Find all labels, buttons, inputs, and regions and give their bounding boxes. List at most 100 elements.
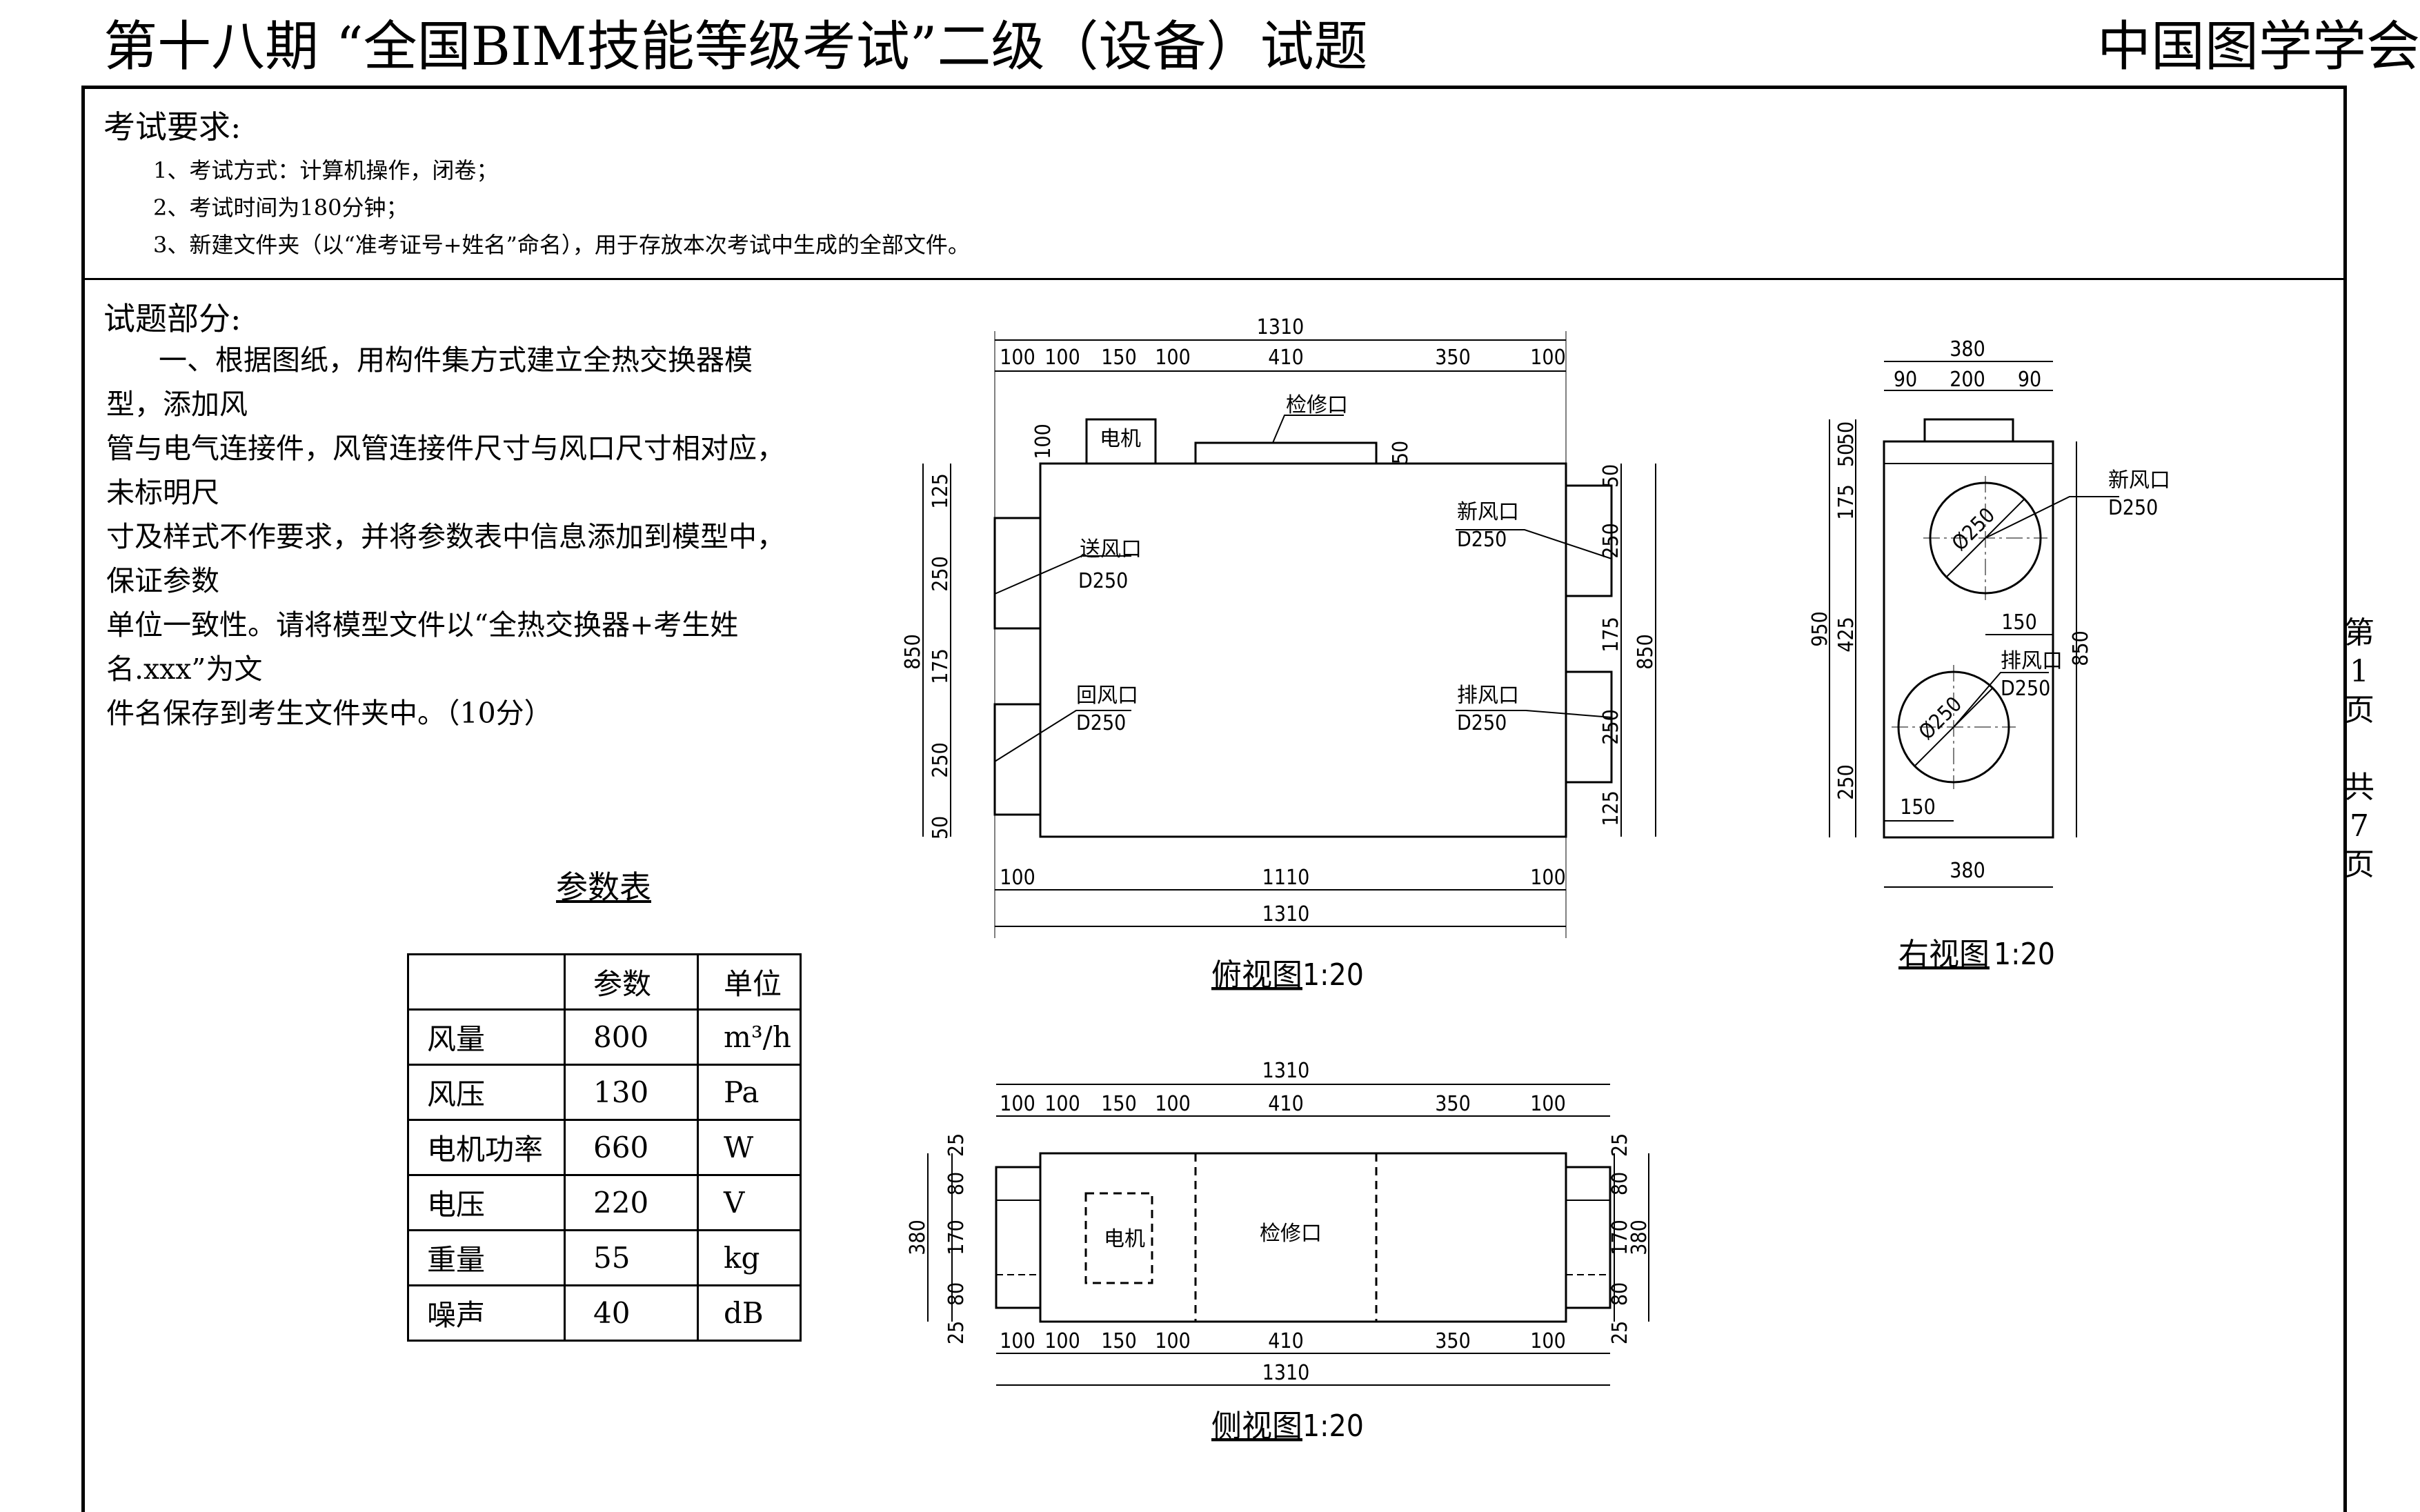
side-view-labels: 电机 检修口: [1104, 1222, 1322, 1251]
dim-bottom: 100: [1155, 1329, 1191, 1353]
dim-left: 425: [1834, 617, 1858, 653]
leader-fresh: [1985, 496, 2119, 539]
dim-left: 50: [929, 816, 953, 839]
dim-right: 175: [1599, 617, 1623, 653]
table-header-row: 参数 单位: [407, 953, 802, 1011]
dim-right: 250: [1599, 523, 1623, 559]
label-access: 检修口: [1286, 393, 1348, 417]
label-dia: Ø250: [1947, 503, 2000, 555]
caption-scale: 1:20: [1302, 957, 1364, 993]
dim-right: 50: [1599, 464, 1623, 488]
question-1-text: 一、根据图纸，用构件集方式建立全热交换器模型，添加风 管与电气连接件，风管连接件…: [106, 338, 796, 735]
questions-title: 试题部分:: [103, 300, 241, 337]
dim-total-bottom: 1310: [1262, 902, 1310, 926]
param-unit: kg: [697, 1229, 802, 1286]
right-view-dim-text: 380 90 200 90 380 150 150 50 50 175 425 …: [1808, 337, 2093, 883]
dim-bottom: 1110: [1262, 866, 1310, 890]
dim-left: 250: [929, 556, 953, 592]
param-unit: m³/h: [697, 1008, 802, 1066]
page-char: 页: [2344, 693, 2374, 728]
caption-top-view: 俯视图: [1211, 957, 1302, 993]
dim-top: 150: [1101, 346, 1137, 370]
leader-access: [1272, 415, 1344, 444]
caption-right-view: 右视图: [1898, 937, 1990, 972]
page-char: 1: [2350, 654, 2369, 689]
dim-right-total: 850: [2069, 630, 2093, 666]
dim-bottom: 150: [1101, 1329, 1137, 1353]
dim-total-top: 380: [1950, 337, 1985, 361]
dim-left: 50: [1834, 444, 1858, 467]
requirement-item: 3、新建文件夹（以“准考证号+姓名”命名），用于存放本次考试中生成的全部文件。: [153, 232, 970, 258]
dim-top: 100: [1155, 1092, 1191, 1116]
top-view-labels: 电机 检修口 送风口 D250 回风口 D250 新风口 D250 排风口 D2…: [1076, 393, 1519, 735]
dim-top: 100: [1530, 1092, 1566, 1116]
param-value: 800: [564, 1008, 699, 1066]
dim-left-total: 950: [1808, 611, 1832, 647]
dim-bottom: 100: [1530, 1329, 1566, 1353]
param-table: 参数 单位 风量 800 m³/h 风压 130 Pa 电机功率 660 W 电…: [407, 953, 802, 1342]
label-fresh: 新风口: [2108, 468, 2170, 493]
top-box: [1923, 418, 2014, 443]
dim-left-total: 380: [906, 1220, 930, 1255]
top-view-dims: [922, 331, 1656, 938]
right-duct: [1565, 1166, 1611, 1309]
table-row: 风量 800 m³/h: [407, 1008, 802, 1066]
dim-top: 100: [1000, 346, 1035, 370]
side-view-caption: 侧视图 1:20: [1211, 1409, 1364, 1444]
param-unit: dB: [697, 1284, 802, 1342]
page-char: 共: [2344, 770, 2374, 805]
dim-top: 410: [1268, 1092, 1304, 1116]
dim-right: 25: [1608, 1133, 1632, 1157]
label-size: D250: [1078, 569, 1128, 593]
right-view-dims: [1829, 361, 2077, 888]
dim-right: 125: [1599, 790, 1623, 826]
question-line: 寸及样式不作要求，并将参数表中信息添加到模型中，保证参数: [106, 520, 785, 597]
page-title: 第十八期 “全国BIM技能等级考试”二级（设备）试题: [103, 16, 1368, 78]
dim-total-bottom: 1310: [1262, 1361, 1310, 1385]
label-dia: Ø250: [1914, 692, 1967, 744]
table-row: 噪声 40 dB: [407, 1284, 802, 1342]
drawing-frame: [81, 86, 2347, 1512]
param-value: 40: [564, 1284, 699, 1342]
label-exhaust: 排风口: [2001, 649, 2063, 673]
label-exhaust: 排风口: [1457, 684, 1519, 708]
requirement-item: 1、考试方式：计算机操作，闭卷；: [153, 157, 499, 183]
dim-top: 150: [1101, 1092, 1137, 1116]
param-unit: V: [697, 1174, 802, 1231]
label-size: D250: [1457, 528, 1507, 552]
dim-bottom: 100: [1000, 1329, 1035, 1353]
side-view-dims: [927, 1084, 1649, 1386]
dim-left: 25: [944, 1321, 969, 1344]
dim-right: 170: [1608, 1220, 1632, 1255]
return-duct: [993, 703, 1042, 816]
dim-left: 80: [944, 1172, 969, 1195]
param-name: 电压: [407, 1174, 566, 1231]
side-view: [995, 1152, 1611, 1323]
dim-left: 175: [1834, 484, 1858, 520]
param-unit: Pa: [697, 1064, 802, 1121]
dim-bottom: 100: [1044, 1329, 1080, 1353]
param-value: 55: [564, 1229, 699, 1286]
dim-left-total: 850: [901, 634, 925, 670]
leader-fresh: [1456, 529, 1612, 559]
page-char: 第: [2344, 615, 2374, 650]
table-header-cell: [407, 953, 566, 1011]
page-char: 7: [2350, 808, 2369, 844]
dim-left: 125: [929, 473, 953, 509]
dim-top: 100: [1000, 1092, 1035, 1116]
table-header-cell: 参数: [564, 953, 699, 1011]
dim-top: 100: [1044, 346, 1080, 370]
top-view: [993, 415, 1613, 838]
dim-left: 80: [944, 1282, 969, 1306]
dim-left: 250: [929, 742, 953, 778]
label-fresh: 新风口: [1457, 500, 1519, 524]
table-row: 重量 55 kg: [407, 1229, 802, 1286]
side-view-dim-text: 1310 100 100 150 100 410 350 100 100 100…: [906, 1059, 1652, 1385]
label-supply: 送风口: [1080, 537, 1142, 561]
label-return: 回风口: [1076, 684, 1138, 708]
dim-top: 350: [1435, 1092, 1471, 1116]
param-unit: W: [697, 1119, 802, 1176]
dim-bottom: 350: [1435, 1329, 1471, 1353]
dim-total-top: 1310: [1257, 315, 1305, 339]
